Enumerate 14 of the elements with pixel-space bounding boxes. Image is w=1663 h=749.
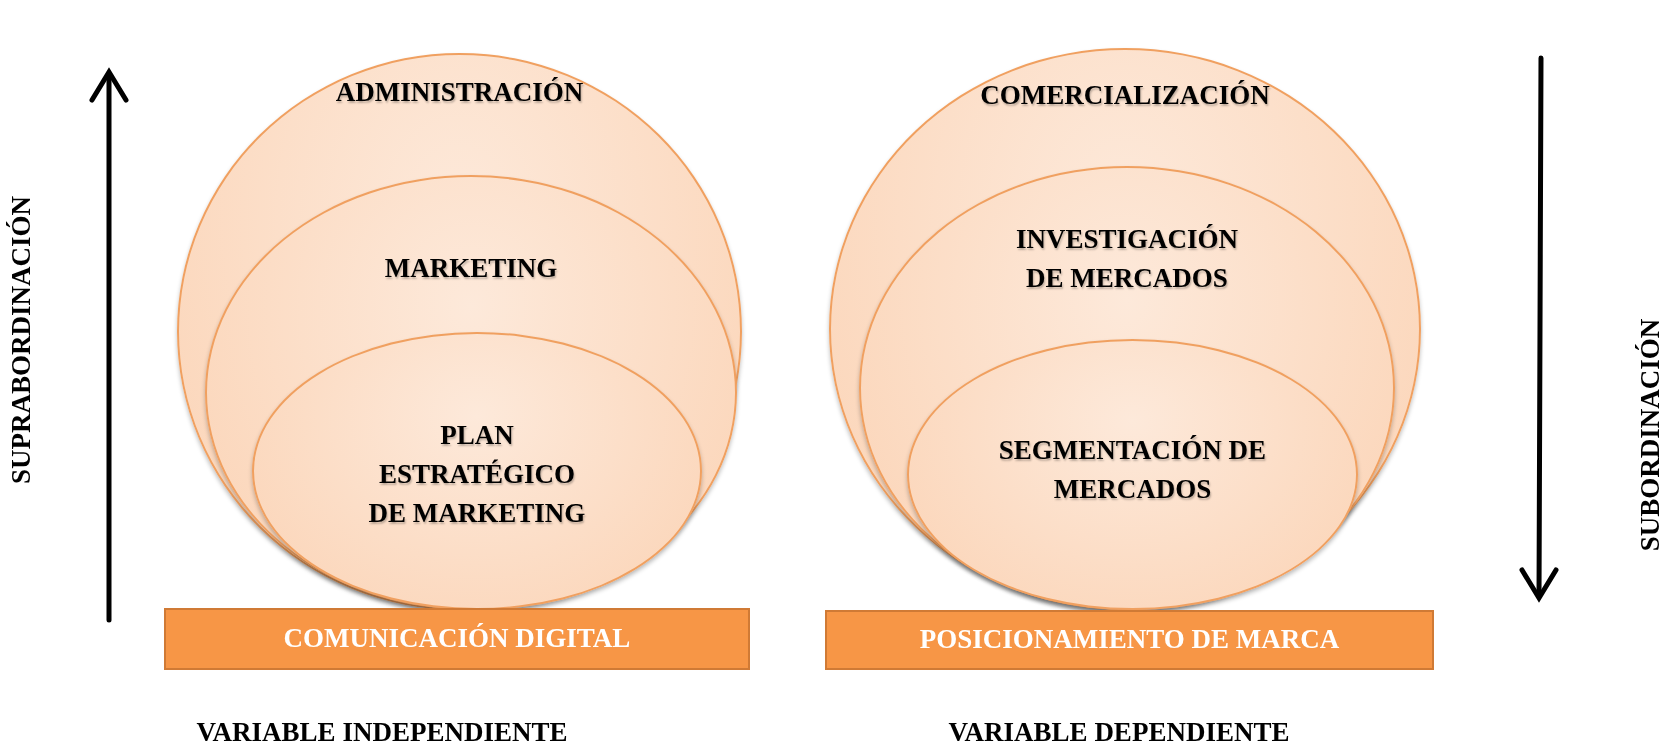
- variable-bar: [825, 610, 1434, 670]
- bar-label: COMUNICACIÓN DIGITAL: [283, 622, 631, 656]
- ellipse-label: INVESTIGACIÓN DE MERCADOS: [1014, 223, 1240, 296]
- variable-label: VARIABLE INDEPENDIENTE: [196, 716, 568, 748]
- variable-bar: [164, 608, 750, 670]
- ellipse-label: PLAN ESTRATÉGICO DE MARKETING: [367, 419, 587, 531]
- bar-label: POSICIONAMIENTO DE MARCA: [919, 623, 1340, 657]
- ellipse-label: MARKETING: [384, 252, 558, 285]
- axis-label: SUBORDINACIÓN: [1634, 318, 1663, 552]
- ellipse-label: COMERCIALIZACIÓN: [980, 79, 1270, 112]
- ellipse-label: ADMINISTRACIÓN: [335, 76, 584, 109]
- axis-label: SUPRABORDINACIÓN: [5, 196, 37, 484]
- ellipse-label: SEGMENTACIÓN DE MERCADOS: [997, 434, 1268, 507]
- variable-label: VARIABLE DEPENDIENTE: [948, 716, 1290, 748]
